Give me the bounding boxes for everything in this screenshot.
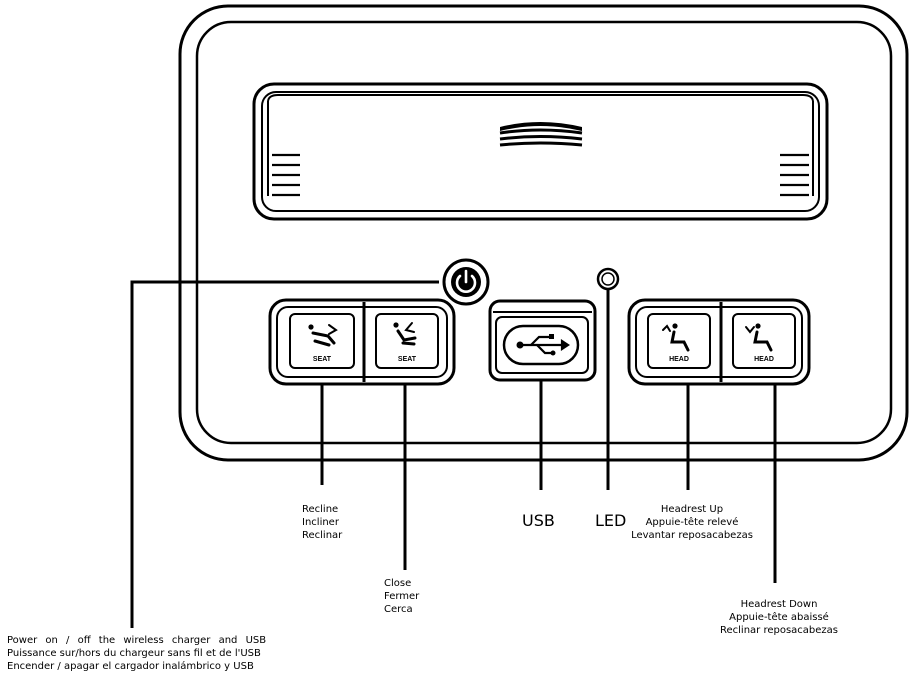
headrest-down-button[interactable] bbox=[732, 313, 796, 369]
headrest-down-icon bbox=[745, 323, 773, 352]
headrest-down-caption: HEAD bbox=[754, 356, 774, 363]
headrest-down-label: Headrest Down Appuie-tête abaissé Reclin… bbox=[719, 599, 839, 636]
recline-label: Recline Incliner Reclinar bbox=[302, 504, 343, 541]
headrest-up-caption: HEAD bbox=[669, 356, 689, 363]
headrest-up-icon bbox=[662, 323, 690, 352]
power-leader bbox=[130, 280, 439, 628]
panel-inner-frame bbox=[195, 20, 893, 445]
usb-icon bbox=[516, 334, 570, 356]
close-seat-icon bbox=[393, 322, 417, 346]
led-indicator bbox=[596, 267, 620, 291]
power-label: Power on / off the wireless charger and … bbox=[7, 635, 267, 672]
seat-button-group bbox=[268, 298, 456, 386]
close-button[interactable] bbox=[375, 313, 439, 369]
leader-lines bbox=[130, 280, 777, 628]
head-button-group bbox=[627, 298, 811, 386]
panel-outer-frame bbox=[178, 4, 909, 462]
recline-button[interactable] bbox=[289, 313, 355, 369]
power-button[interactable] bbox=[442, 258, 490, 306]
charging-slot bbox=[252, 82, 829, 221]
slot-grip bbox=[499, 122, 583, 147]
close-button-caption: SEAT bbox=[398, 356, 417, 363]
close-label: Close Fermer Cerca bbox=[384, 578, 420, 615]
headrest-up-label: Headrest Up Appuie-tête relevé Levantar … bbox=[631, 504, 753, 541]
headrest-up-button[interactable] bbox=[647, 313, 711, 369]
led-label: LED bbox=[595, 511, 627, 530]
recline-button-caption: SEAT bbox=[313, 356, 332, 363]
recline-seat-icon bbox=[308, 324, 338, 347]
right-vents bbox=[780, 153, 809, 197]
left-vents bbox=[272, 153, 300, 197]
usb-port[interactable] bbox=[488, 299, 597, 382]
usb-label: USB bbox=[522, 511, 555, 530]
power-icon bbox=[455, 269, 477, 293]
